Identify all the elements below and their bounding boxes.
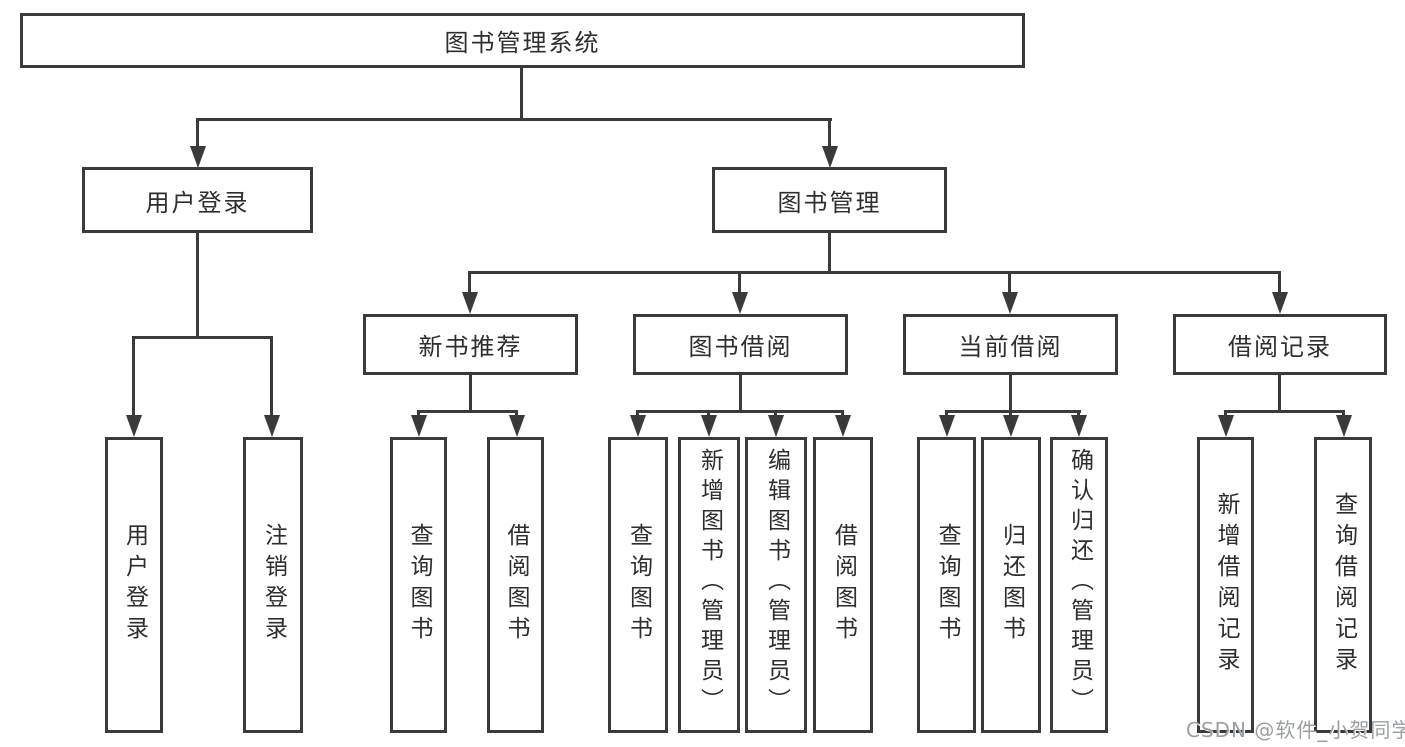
connector-user-login-rail	[132, 336, 273, 339]
leaf-query-books-current: 查询图书	[917, 437, 976, 733]
leaf-label: 注销登录	[260, 523, 287, 647]
leaf-label: 查询图书	[406, 523, 432, 647]
connector-group4-stem	[1278, 375, 1281, 413]
arrow-new-book	[462, 292, 478, 314]
arrow-g2-borrow-books	[835, 415, 851, 437]
connector-group2-rail	[636, 410, 844, 413]
node-label: 借阅记录	[1228, 333, 1332, 361]
leaf-edit-books-admin: 编辑图书（管理员）	[745, 437, 807, 733]
node-library-management-system: 图书管理系统	[20, 13, 1025, 68]
arrow-book-management	[822, 146, 838, 168]
node-label: 用户登录	[145, 188, 250, 217]
node-label: 图书管理系统	[444, 29, 601, 57]
arrow-current-borrowing	[1002, 292, 1018, 314]
leaf-label: 查询借阅记录	[1330, 492, 1357, 678]
connector-drop-g1-borrow	[515, 410, 518, 418]
leaf-label: 新增图书（管理员）	[696, 448, 723, 718]
leaf-label: 新增借阅记录	[1213, 492, 1239, 678]
arrow-g1-query-books	[411, 415, 427, 437]
connector-drop-leaf-user-login	[132, 336, 135, 416]
arrow-leaf-user-login	[126, 415, 142, 437]
connector-user-login-stem	[196, 233, 199, 339]
connector-group4-rail	[1224, 410, 1345, 413]
connector-drop-new-book	[468, 271, 471, 293]
arrow-leaf-logout	[264, 415, 280, 437]
leaf-label: 归还图书	[998, 523, 1025, 647]
connector-group1-rail	[417, 410, 518, 413]
leaf-add-books-admin: 新增图书（管理员）	[678, 437, 740, 733]
connector-book-management-rail	[468, 271, 1281, 274]
arrow-g4-add-record	[1218, 415, 1234, 437]
connector-drop-g3-query	[945, 410, 948, 418]
arrow-g3-confirm-return	[1071, 415, 1087, 437]
leaf-label: 查询图书	[934, 523, 960, 647]
connector-drop-book-management	[828, 118, 831, 150]
connector-drop-g2-query	[636, 410, 639, 418]
connector-drop-g2-borrow	[841, 410, 844, 418]
csdn-watermark: CSDN @软件_小贺同学	[1186, 718, 1405, 742]
connector-group2-stem	[739, 375, 742, 413]
connector-group1-stem	[469, 375, 472, 413]
arrow-g1-borrow-books	[509, 415, 525, 437]
connector-drop-g4-query	[1342, 410, 1345, 418]
leaf-confirm-return-admin: 确认归还（管理员）	[1050, 437, 1108, 733]
node-book-borrowing: 图书借阅	[633, 314, 848, 375]
leaf-label: 查询图书	[625, 523, 652, 647]
node-user-login: 用户登录	[82, 167, 313, 233]
connector-group3-stem	[1009, 375, 1012, 413]
connector-drop-leaf-logout	[270, 336, 273, 416]
connector-drop-g3-return	[1009, 410, 1012, 418]
connector-root-stem	[520, 68, 523, 118]
node-current-borrowing: 当前借阅	[903, 314, 1118, 375]
node-book-management: 图书管理	[712, 167, 947, 233]
leaf-label: 借阅图书	[503, 523, 529, 647]
leaf-query-borrow-record: 查询借阅记录	[1314, 437, 1372, 733]
leaf-label: 借阅图书	[830, 523, 857, 647]
arrow-book-borrowing	[732, 292, 748, 314]
connector-drop-user-login	[196, 118, 199, 150]
node-label: 当前借阅	[958, 333, 1063, 361]
leaf-label: 编辑图书（管理员）	[763, 448, 790, 718]
connector-drop-g2-add	[707, 410, 710, 418]
leaf-label: 用户登录	[121, 523, 148, 647]
node-borrowing-records: 借阅记录	[1173, 314, 1387, 375]
arrow-borrowing-records	[1272, 292, 1288, 314]
connector-root-rail	[196, 118, 832, 121]
connector-book-management-stem	[828, 233, 831, 273]
leaf-query-books-borrowing: 查询图书	[608, 437, 668, 733]
node-new-book-recommendation: 新书推荐	[363, 314, 578, 375]
node-label: 图书借阅	[688, 333, 793, 361]
arrow-g3-return-books	[1003, 415, 1019, 437]
connector-group3-rail	[945, 410, 1081, 413]
arrow-g4-query-record	[1336, 415, 1352, 437]
connector-drop-book-borrowing	[738, 271, 741, 293]
arrow-g2-add-books	[701, 415, 717, 437]
leaf-label: 确认归还（管理员）	[1066, 448, 1093, 718]
node-label: 图书管理	[777, 188, 882, 217]
connector-drop-current-borrowing	[1008, 271, 1011, 293]
arrow-g2-edit-books	[768, 415, 784, 437]
connector-drop-g3-confirm	[1077, 410, 1080, 418]
arrow-user-login	[190, 146, 206, 168]
node-label: 新书推荐	[418, 333, 523, 361]
leaf-query-books-recommend: 查询图书	[390, 437, 447, 733]
connector-drop-borrowing-records	[1278, 271, 1281, 293]
arrow-g3-query-books	[939, 415, 955, 437]
connector-drop-g1-query	[417, 410, 420, 418]
arrow-g2-query-books	[630, 415, 646, 437]
leaf-logout: 注销登录	[243, 437, 303, 733]
connector-drop-g4-add	[1224, 410, 1227, 418]
leaf-add-borrow-record: 新增借阅记录	[1197, 437, 1254, 733]
leaf-user-login: 用户登录	[105, 437, 163, 733]
leaf-borrow-books-borrowing: 借阅图书	[813, 437, 873, 733]
leaf-borrow-books-recommend: 借阅图书	[487, 437, 544, 733]
leaf-return-books: 归还图书	[981, 437, 1041, 733]
connector-drop-g2-edit	[774, 410, 777, 418]
